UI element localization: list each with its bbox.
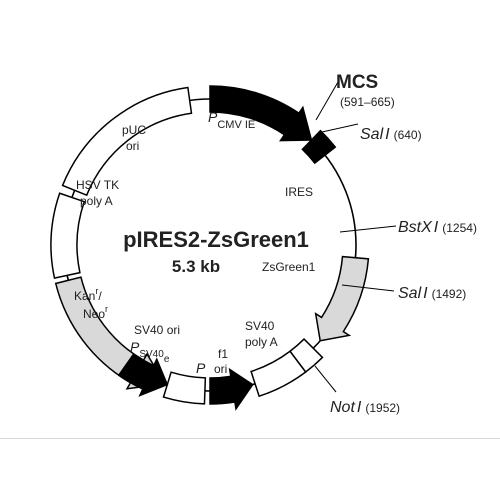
hsv-tk-label-line1: HSV TK (76, 178, 119, 192)
mcs-feature (301, 129, 337, 165)
ires-label: IRES (285, 185, 313, 199)
psv40e-promoter-arrow (117, 352, 169, 397)
bottom-rule (0, 438, 500, 439)
puc-label-line2: ori (126, 139, 139, 153)
sv40-polya-label-line2: poly A (245, 335, 278, 349)
neo-label: Neor (83, 304, 108, 321)
sal-1-leader-line (321, 123, 359, 133)
mcs-range-label: (591–665) (340, 95, 395, 109)
mcs-label: MCS (336, 72, 378, 93)
mcs-leader-line (315, 81, 339, 121)
hsv-tk-polya-feature (50, 192, 86, 279)
f1-ori-label-line1: f1 (218, 347, 228, 361)
plasmid-size: 5.3 kb (172, 257, 220, 276)
plasmid-name: pIRES2-ZsGreen1 (123, 227, 309, 252)
bstx-leader-line (339, 225, 397, 233)
zsgreen-feature (314, 255, 370, 342)
sv40-ori-label: SV40 ori (134, 323, 180, 337)
f1-ori-feature (250, 350, 307, 398)
psv40e-feature (162, 371, 207, 405)
puc-ori-feature (61, 86, 193, 197)
sal-2-leader-line (341, 284, 395, 292)
psv40e-label: PSV40e (130, 339, 170, 365)
kan-label: Kanr/ (74, 286, 102, 303)
p-promoter-label: P (196, 360, 206, 376)
sv40-polya-label-line1: SV40 (245, 319, 275, 333)
sv40-polya-feature (288, 337, 324, 374)
pcmv-ie-arrow (209, 85, 313, 142)
pcmv-label: PCMV IE (208, 109, 255, 131)
hsv-tk-label-line2: poly A (80, 194, 113, 208)
zsgreen-label: ZsGreen1 (262, 260, 316, 274)
f1-ori-label-line2: ori (214, 362, 227, 376)
puc-label-line1: pUC (122, 123, 146, 137)
p-promoter-arrow (209, 367, 254, 411)
not-leader-line (314, 365, 337, 393)
